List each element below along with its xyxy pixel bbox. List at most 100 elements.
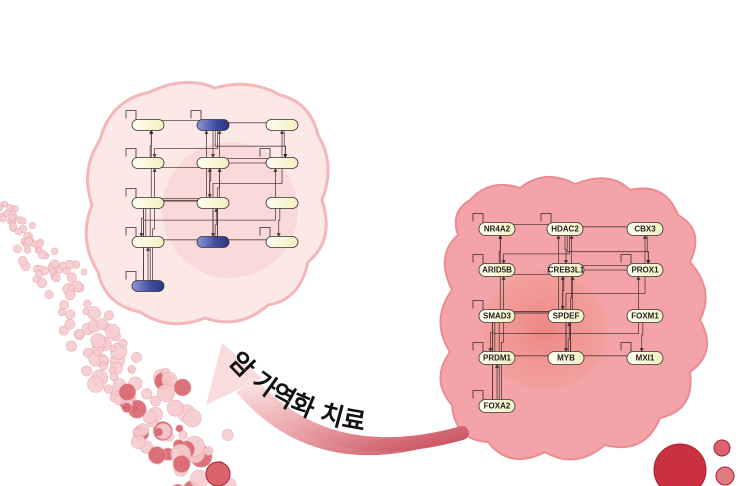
bubble: [203, 446, 214, 456]
bubble: [82, 308, 90, 315]
bubble: [142, 410, 157, 425]
regulation-edge: [212, 129, 284, 242]
bubble: [0, 215, 7, 223]
bubble: [109, 372, 119, 382]
bubble: [81, 365, 93, 377]
bubble: [96, 318, 109, 330]
bubble: [87, 306, 101, 321]
regulation-edge: [214, 207, 219, 242]
bubble: [121, 402, 133, 413]
regulation-edge: [501, 229, 570, 265]
gene-node: CREB3L1: [547, 263, 585, 277]
gene-node: SPDEF: [547, 309, 585, 323]
bubble: [131, 351, 142, 363]
regulation-edge: [564, 229, 568, 265]
bubble: [221, 429, 234, 441]
bubble: [58, 261, 67, 270]
self-loop: [190, 110, 202, 120]
regulation-edge: [498, 234, 503, 270]
bubble: [178, 430, 188, 440]
gene-node: MYB: [547, 351, 585, 365]
bubble: [172, 455, 191, 473]
gene-node: HDAC2: [540, 213, 584, 236]
bubble: [15, 227, 23, 236]
gene-node: CBX3: [626, 222, 664, 236]
bubble: [132, 427, 141, 437]
gene-node: [259, 227, 299, 248]
regulation-edge: [646, 229, 651, 265]
bubble: [17, 256, 28, 266]
gene-node: FOXA2: [472, 390, 516, 413]
gene-label: CREB3L1: [548, 266, 585, 275]
gene-node: [125, 148, 165, 169]
bubble: [156, 384, 175, 403]
regulation-edge: [145, 167, 212, 242]
bubble: [35, 270, 44, 279]
bubble: [149, 395, 161, 407]
gene-label: MYB: [557, 354, 575, 363]
self-loop: [125, 271, 137, 281]
gene-node: [125, 227, 165, 248]
gene-node: [196, 197, 230, 209]
gene-node: PROX1: [620, 254, 664, 277]
bubble: [99, 361, 108, 371]
bubble: [32, 275, 40, 283]
regulation-edge: [152, 125, 218, 159]
bubble: [13, 244, 22, 254]
regulation-edge: [639, 316, 644, 353]
red-cell: [205, 461, 231, 486]
normal-network-nodes: [125, 110, 299, 292]
regulation-edge: [276, 203, 281, 238]
bubble: [8, 214, 16, 222]
bubble: [36, 277, 47, 289]
gene-node: PRDM1: [472, 342, 516, 365]
self-loop: [259, 148, 271, 158]
gene-node: [196, 157, 230, 169]
bubble: [65, 340, 77, 352]
bubble: [80, 268, 88, 276]
gene-node: [125, 188, 165, 209]
bubble: [0, 204, 3, 212]
gene-label: PRDM1: [483, 354, 512, 363]
gene-node: NR4A2: [472, 213, 516, 236]
bubble: [141, 388, 153, 400]
bubble: [44, 289, 54, 300]
bubble: [173, 378, 192, 397]
gene-label: SMAD3: [483, 312, 512, 321]
bubble: [5, 203, 13, 212]
bubble: [183, 409, 202, 428]
regulation-edge: [567, 321, 572, 358]
red-cell: [653, 443, 707, 486]
bubble: [128, 365, 136, 373]
bubble: [118, 338, 128, 348]
self-loop: [259, 227, 271, 237]
reversion-arrow: [206, 343, 469, 456]
gene-label: PROX1: [631, 266, 659, 275]
cell-stream-bubbles: [0, 200, 237, 486]
bubble: [118, 383, 137, 401]
bubble: [51, 273, 61, 283]
self-loop: [125, 227, 137, 237]
gene-node: [196, 236, 230, 248]
gene-node: ARID5B: [472, 254, 516, 277]
bubble: [153, 427, 164, 437]
bubble: [50, 259, 60, 269]
bubble: [189, 470, 209, 486]
bubble: [103, 384, 114, 394]
red-cell: [715, 466, 735, 486]
gene-node: FOXM1: [626, 309, 664, 323]
regulation-edge: [283, 125, 288, 159]
gene-label: ARID5B: [482, 266, 512, 275]
bubble: [64, 319, 76, 330]
gene-label: SPDEF: [553, 312, 580, 321]
self-loop: [125, 188, 137, 198]
self-loop: [125, 148, 137, 158]
self-loop: [125, 110, 137, 120]
self-loop: [472, 390, 484, 400]
bubble: [19, 217, 27, 225]
bubble: [68, 284, 76, 292]
bubble: [12, 205, 19, 212]
